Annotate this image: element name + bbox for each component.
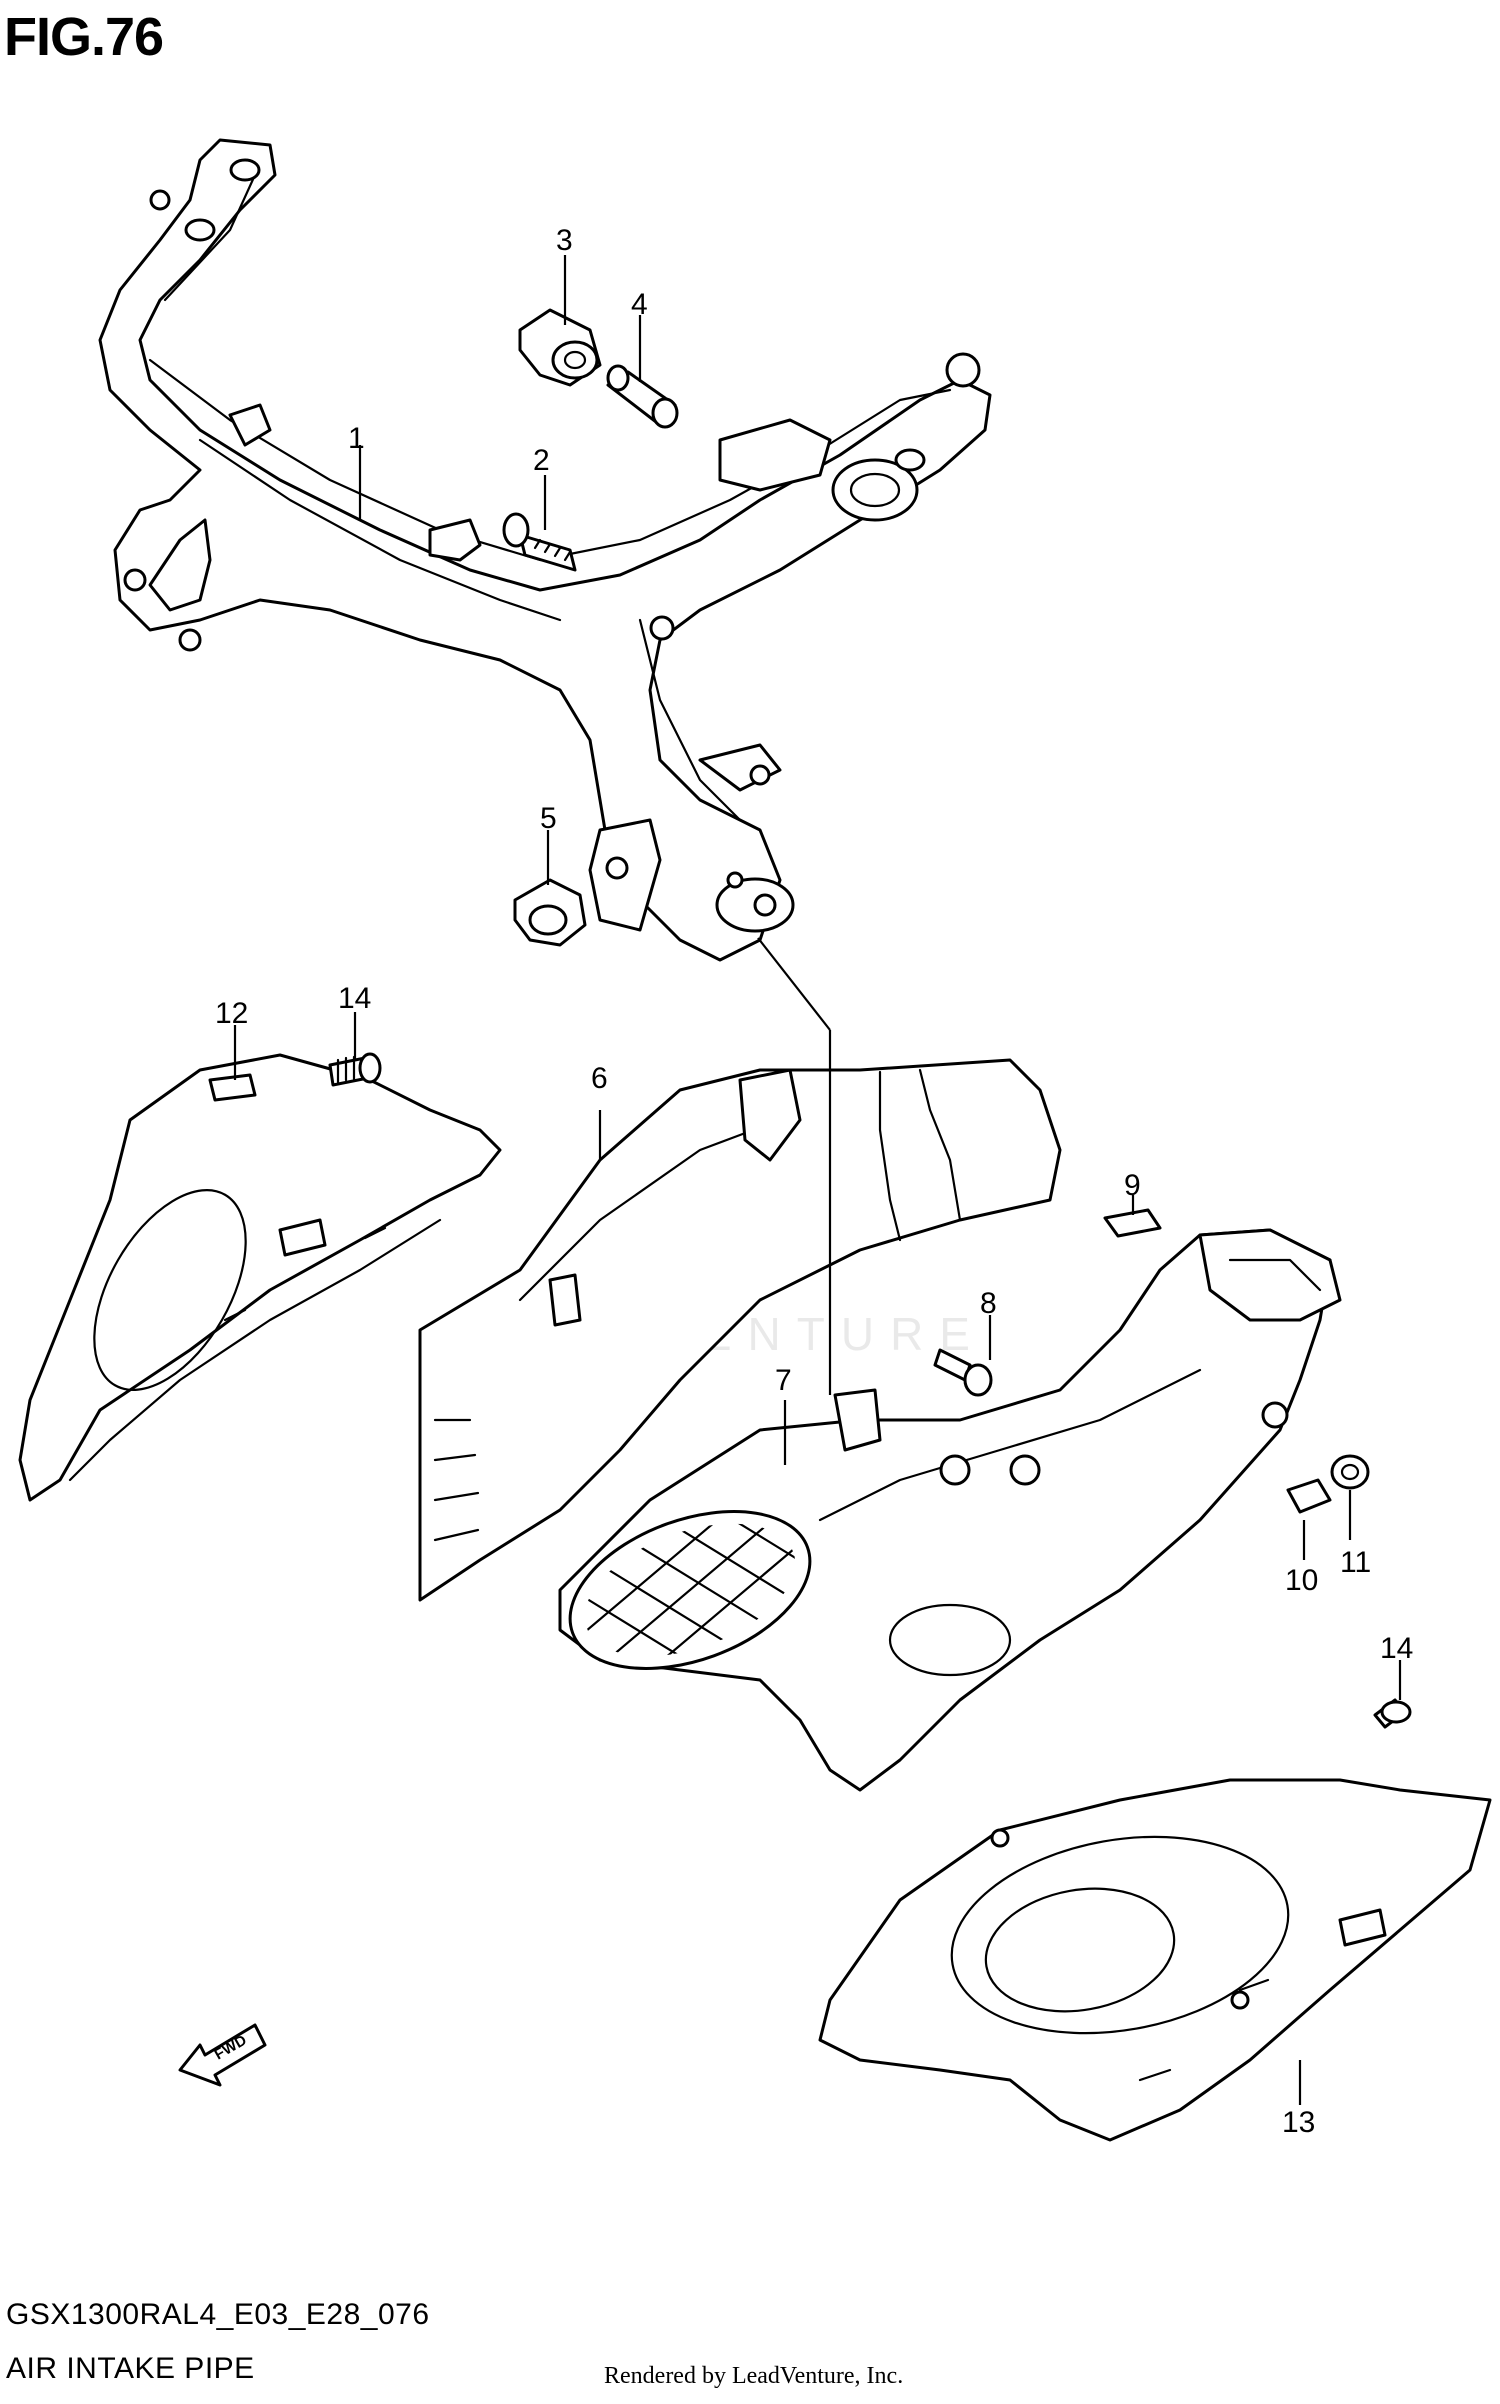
part-11-grommet [1330, 1454, 1370, 1490]
callout-14-lower: 14 [1380, 1632, 1413, 1665]
part-4-collar [606, 364, 679, 429]
part-14-screw-lower [1373, 1698, 1412, 1729]
callout-11: 11 [1340, 1546, 1371, 1579]
part-7-lower-duct [558, 1228, 1342, 1792]
part-2-bolt [502, 512, 577, 572]
part-12-left-cover [18, 1053, 502, 1502]
part-1-frame-bracket [98, 138, 992, 962]
callout-9: 9 [1124, 1169, 1141, 1202]
figure-code: GSX1300RAL4_E03_E28_076 [6, 2298, 430, 2331]
fwd-arrow-icon: FWD [178, 2023, 267, 2087]
callout-5: 5 [540, 802, 557, 835]
part-8-screw [933, 1348, 993, 1397]
part-13-right-cover [818, 1778, 1492, 2142]
part-6-upper-duct [418, 1058, 1062, 1602]
callout-13: 13 [1282, 2106, 1315, 2139]
callout-4: 4 [631, 288, 648, 321]
part-10-nut-clip [1286, 1478, 1332, 1514]
figure-name: AIR INTAKE PIPE [6, 2352, 255, 2385]
callout-7: 7 [775, 1364, 792, 1397]
part-14-screw-upper [328, 1052, 382, 1087]
callout-1: 1 [348, 422, 365, 455]
callout-6: 6 [591, 1062, 608, 1095]
render-credit: Rendered by LeadVenture, Inc. [604, 2363, 904, 2389]
callout-8: 8 [980, 1287, 997, 1320]
callout-3: 3 [556, 224, 573, 257]
callout-2: 2 [533, 444, 550, 477]
part-5-cushion [513, 878, 587, 947]
callout-12: 12 [215, 997, 248, 1030]
callout-labels: 1 2 3 4 5 6 7 8 9 10 11 12 13 14 14 [215, 224, 1413, 2139]
callout-14-upper: 14 [338, 982, 371, 1015]
leader-lines [233, 255, 1402, 2105]
callout-10: 10 [1285, 1564, 1318, 1597]
figure-title: FIG.76 [4, 7, 164, 67]
part-3-grommet [518, 308, 602, 387]
